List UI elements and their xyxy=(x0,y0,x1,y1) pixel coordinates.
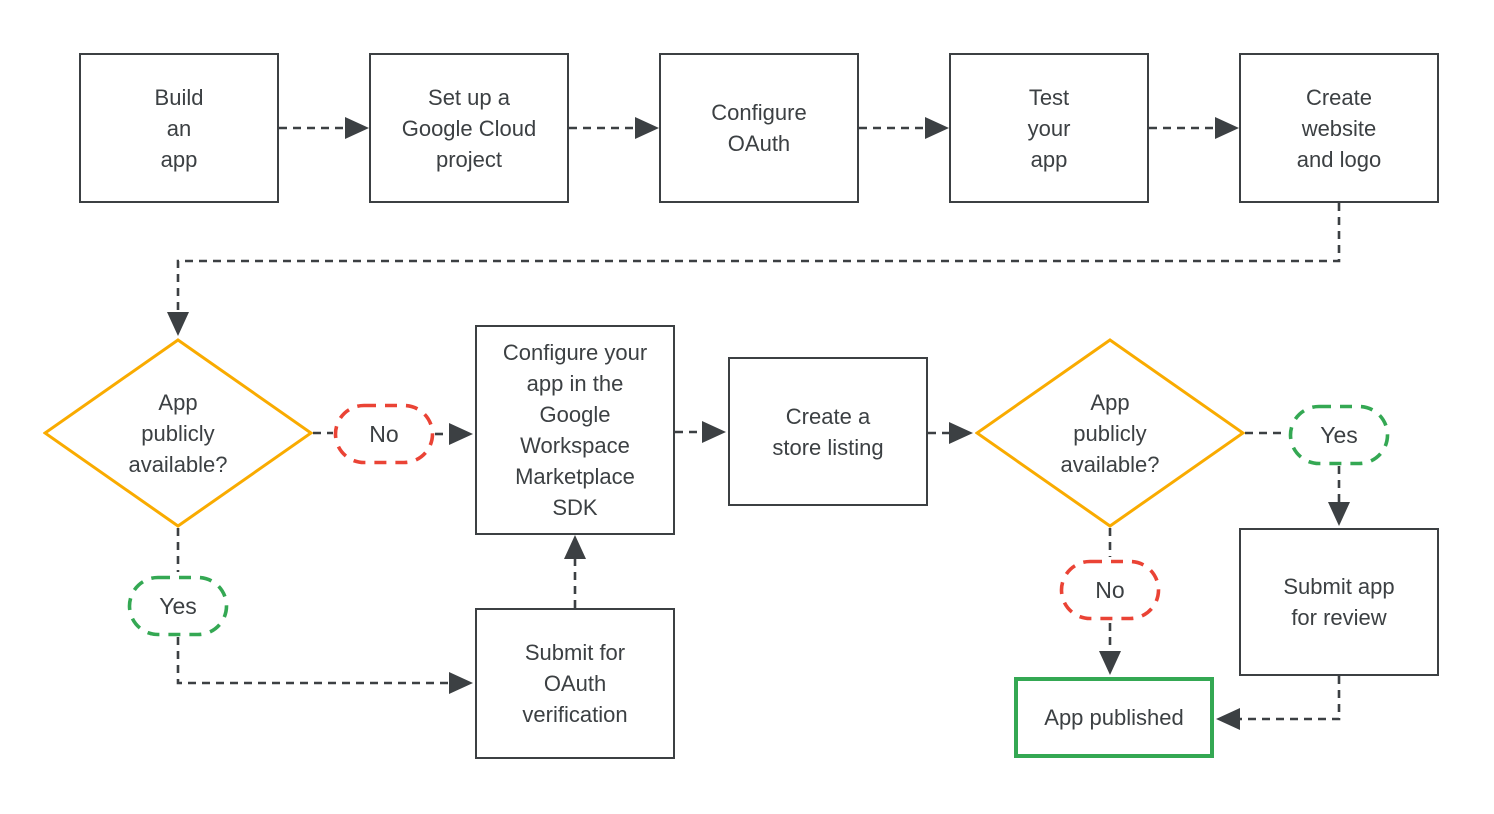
node-build-an-app: Build an app xyxy=(79,53,279,203)
node-create-website-and-logo: Create website and logo xyxy=(1239,53,1439,203)
yes-oval-shape xyxy=(1288,404,1390,466)
node-set-up-google-cloud-project: Set up a Google Cloud project xyxy=(369,53,569,203)
arrowhead-listing-to-decision2 xyxy=(949,422,973,444)
yes-text: Yes xyxy=(1320,421,1358,448)
label-no-1: No xyxy=(333,403,435,465)
node-configure-oauth: Configure OAuth xyxy=(659,53,859,203)
arrowhead-cloud-to-oauth xyxy=(635,117,659,139)
node-configure-app-marketplace-sdk: Configure your app in the Google Workspa… xyxy=(475,325,675,535)
arrowhead-yes-to-review xyxy=(1328,502,1350,526)
edge-website-to-decision1 xyxy=(176,203,1341,312)
decision-app-publicly-available-1: App publicly available? xyxy=(43,338,313,528)
yes-text: Yes xyxy=(159,592,197,619)
arrowhead-yes-to-oauthverify xyxy=(449,672,473,694)
decision-app-publicly-available-2: App publicly available? xyxy=(975,338,1245,528)
yes-oval-shape xyxy=(127,575,229,637)
no-oval-shape xyxy=(333,403,435,465)
node-submit-for-oauth-verification: Submit for OAuth verification xyxy=(475,608,675,759)
arrowhead-oauth-to-test xyxy=(925,117,949,139)
arrowhead-build-to-cloud xyxy=(345,117,369,139)
decision-label: App publicly available? xyxy=(128,389,228,477)
no-text: No xyxy=(1095,576,1125,603)
arrowhead-oauthverify-to-sdk xyxy=(564,535,586,559)
decision-diamond-shape xyxy=(975,338,1245,528)
no-text: No xyxy=(369,420,399,447)
label-yes-1: Yes xyxy=(127,575,229,637)
arrowhead-test-to-website xyxy=(1215,117,1239,139)
decision-diamond-shape xyxy=(43,338,313,528)
label-yes-2: Yes xyxy=(1288,404,1390,466)
node-create-store-listing: Create a store listing xyxy=(728,357,928,506)
label-no-2: No xyxy=(1059,559,1161,621)
no-oval-shape xyxy=(1059,559,1161,621)
arrowhead-no-to-sdk xyxy=(449,423,473,445)
node-submit-app-for-review: Submit app for review xyxy=(1239,528,1439,676)
arrowhead-review-to-published xyxy=(1216,708,1240,730)
decision-label: App publicly available? xyxy=(1060,389,1160,477)
edge-yes-to-oauthverify xyxy=(176,637,449,685)
arrowhead-no-to-published xyxy=(1099,651,1121,675)
node-test-your-app: Test your app xyxy=(949,53,1149,203)
node-app-published: App published xyxy=(1014,677,1214,758)
arrowhead-sdk-to-listing xyxy=(702,421,726,443)
arrowhead-website-to-decision1 xyxy=(167,312,189,336)
edge-review-to-published xyxy=(1240,676,1341,721)
